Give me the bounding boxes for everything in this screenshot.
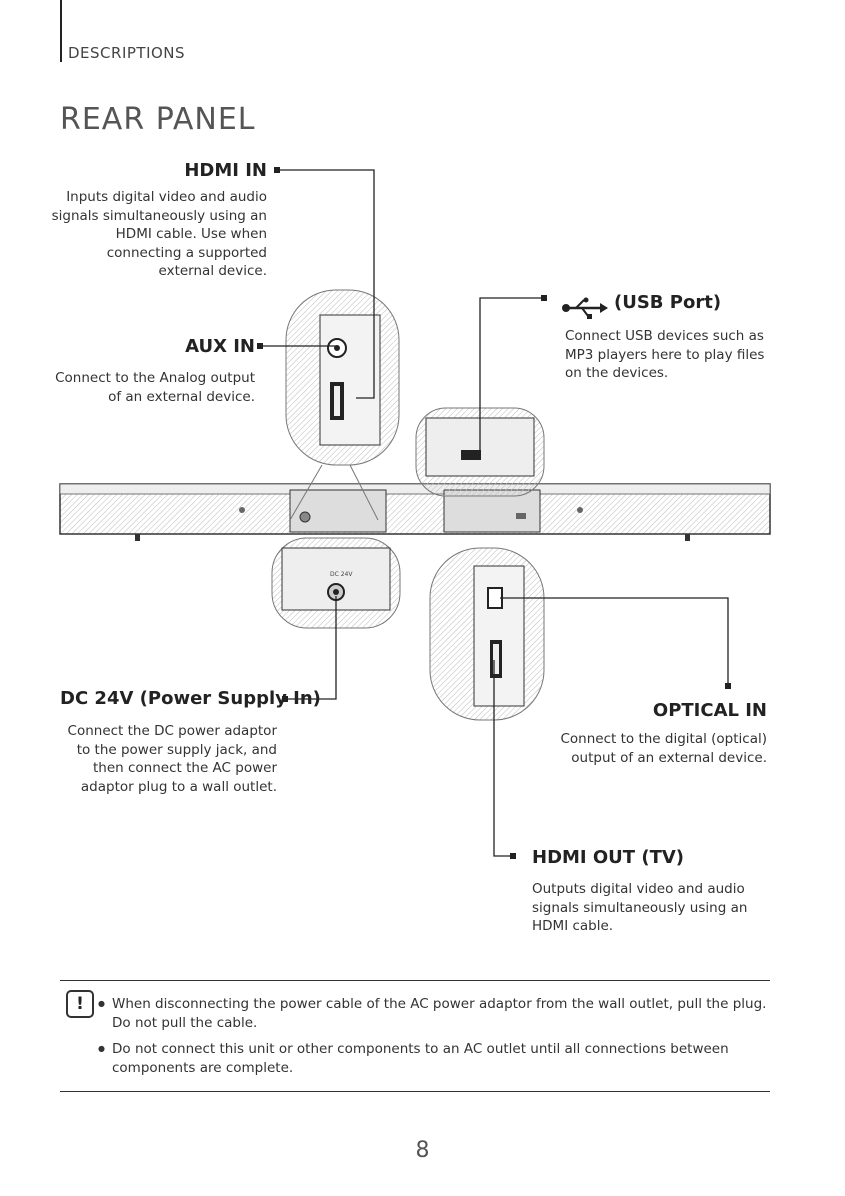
notes-box	[60, 980, 770, 1092]
section-divider	[60, 0, 62, 62]
page-number: 8	[415, 1138, 430, 1163]
aux-in-label: AUX IN	[185, 336, 255, 357]
soundbar-body	[59, 483, 771, 541]
leader-dc	[286, 596, 337, 700]
leader-hdmi-in	[276, 169, 375, 399]
hdmi-out-label: HDMI OUT (TV)	[532, 847, 685, 868]
note-item: When disconnecting the power cable of th…	[98, 995, 772, 1032]
page-title: REAR PANEL	[60, 102, 256, 137]
zoom-optical-hdmi-out	[429, 547, 545, 721]
hdmi-in-label: HDMI IN	[184, 160, 267, 181]
usb-icon	[562, 297, 608, 319]
dc-label: DC 24V (Power Supply In)	[60, 688, 321, 709]
leader-optical	[500, 597, 729, 688]
optical-label: OPTICAL IN	[652, 700, 767, 721]
note-item: Do not connect this unit or other compon…	[98, 1040, 772, 1077]
zoom-hdmi-aux	[285, 289, 400, 521]
leader-usb	[479, 297, 545, 450]
dc-marking: DC 24V	[330, 571, 353, 578]
optical-desc: Connect to the digital (optical)output o…	[560, 731, 767, 766]
leader-hdmi-out	[493, 660, 512, 857]
section-label: DESCRIPTIONS	[68, 44, 186, 62]
caution-icon: !	[66, 990, 94, 1018]
usb-label: (USB Port)	[614, 292, 722, 313]
